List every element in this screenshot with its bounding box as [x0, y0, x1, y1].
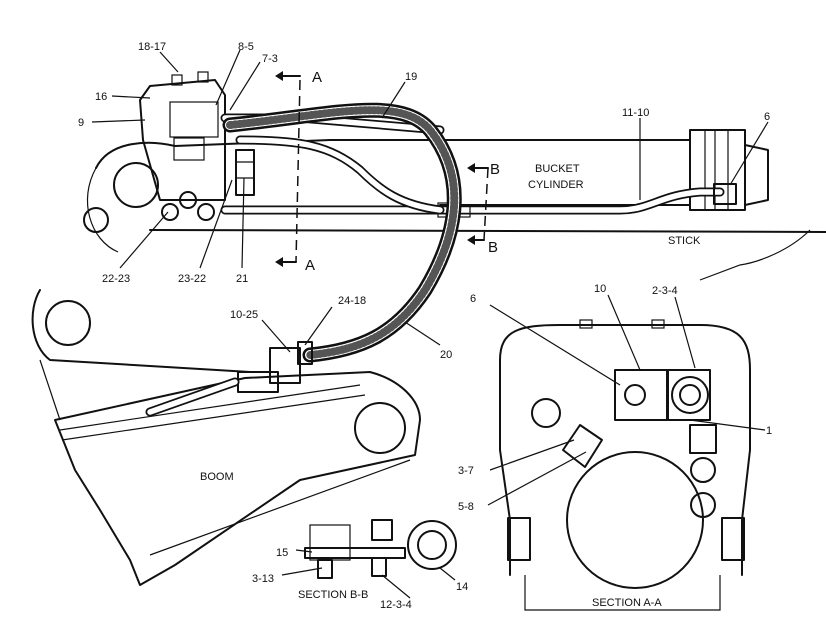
callout-2-3-4: 2-3-4	[652, 285, 678, 297]
callout-24-18: 24-18	[338, 295, 366, 307]
section-a-a-title: SECTION A-A	[592, 597, 662, 609]
callout-5-8: 5-8	[458, 501, 474, 513]
cylinder-label: CYLINDER	[528, 179, 584, 191]
boom-label: BOOM	[200, 471, 234, 483]
boom	[31, 289, 421, 586]
manifold-block	[139, 71, 255, 221]
section-mark-b-bottom: B	[488, 239, 498, 256]
callout-23-22: 23-22	[178, 273, 206, 285]
section-b-b-title: SECTION B-B	[298, 589, 368, 601]
callout-19: 19	[405, 71, 417, 83]
callout-14: 14	[456, 581, 468, 593]
section-a-a-view	[499, 319, 751, 611]
callout-8-5: 8-5	[238, 41, 254, 53]
callout-6-section: 6	[470, 293, 476, 305]
callout-3-7: 3-7	[458, 465, 474, 477]
callout-1: 1	[766, 425, 772, 437]
callout-10-25: 10-25	[230, 309, 258, 321]
flexible-hose	[145, 102, 462, 417]
section-mark-b-top: B	[490, 161, 500, 178]
callout-12-3-4: 12-3-4	[380, 599, 412, 611]
callout-11-10: 11-10	[622, 107, 649, 119]
section-marks	[275, 71, 489, 267]
callout-9: 9	[78, 117, 84, 129]
callout-15: 15	[276, 547, 288, 559]
callout-22-23: 22-23	[102, 273, 130, 285]
section-b-b-view	[304, 519, 457, 579]
section-mark-a-bottom: A	[305, 257, 315, 274]
stick-label: STICK	[668, 235, 701, 247]
section-mark-a-top: A	[312, 69, 322, 86]
callout-10-section: 10	[594, 283, 606, 295]
callout-7-3: 7-3	[262, 53, 278, 65]
callout-labels: 18-17 8-5 7-3 A 16 9 19 11-10 6 BUCKET C…	[78, 41, 772, 611]
bucket-label: BUCKET	[535, 163, 580, 175]
callout-3-13: 3-13	[252, 573, 274, 585]
leader-lines	[91, 49, 769, 599]
callout-6-top: 6	[764, 111, 770, 123]
callout-21: 21	[236, 273, 248, 285]
callout-16: 16	[95, 91, 107, 103]
callout-20: 20	[440, 349, 452, 361]
callout-18-17: 18-17	[138, 41, 166, 53]
